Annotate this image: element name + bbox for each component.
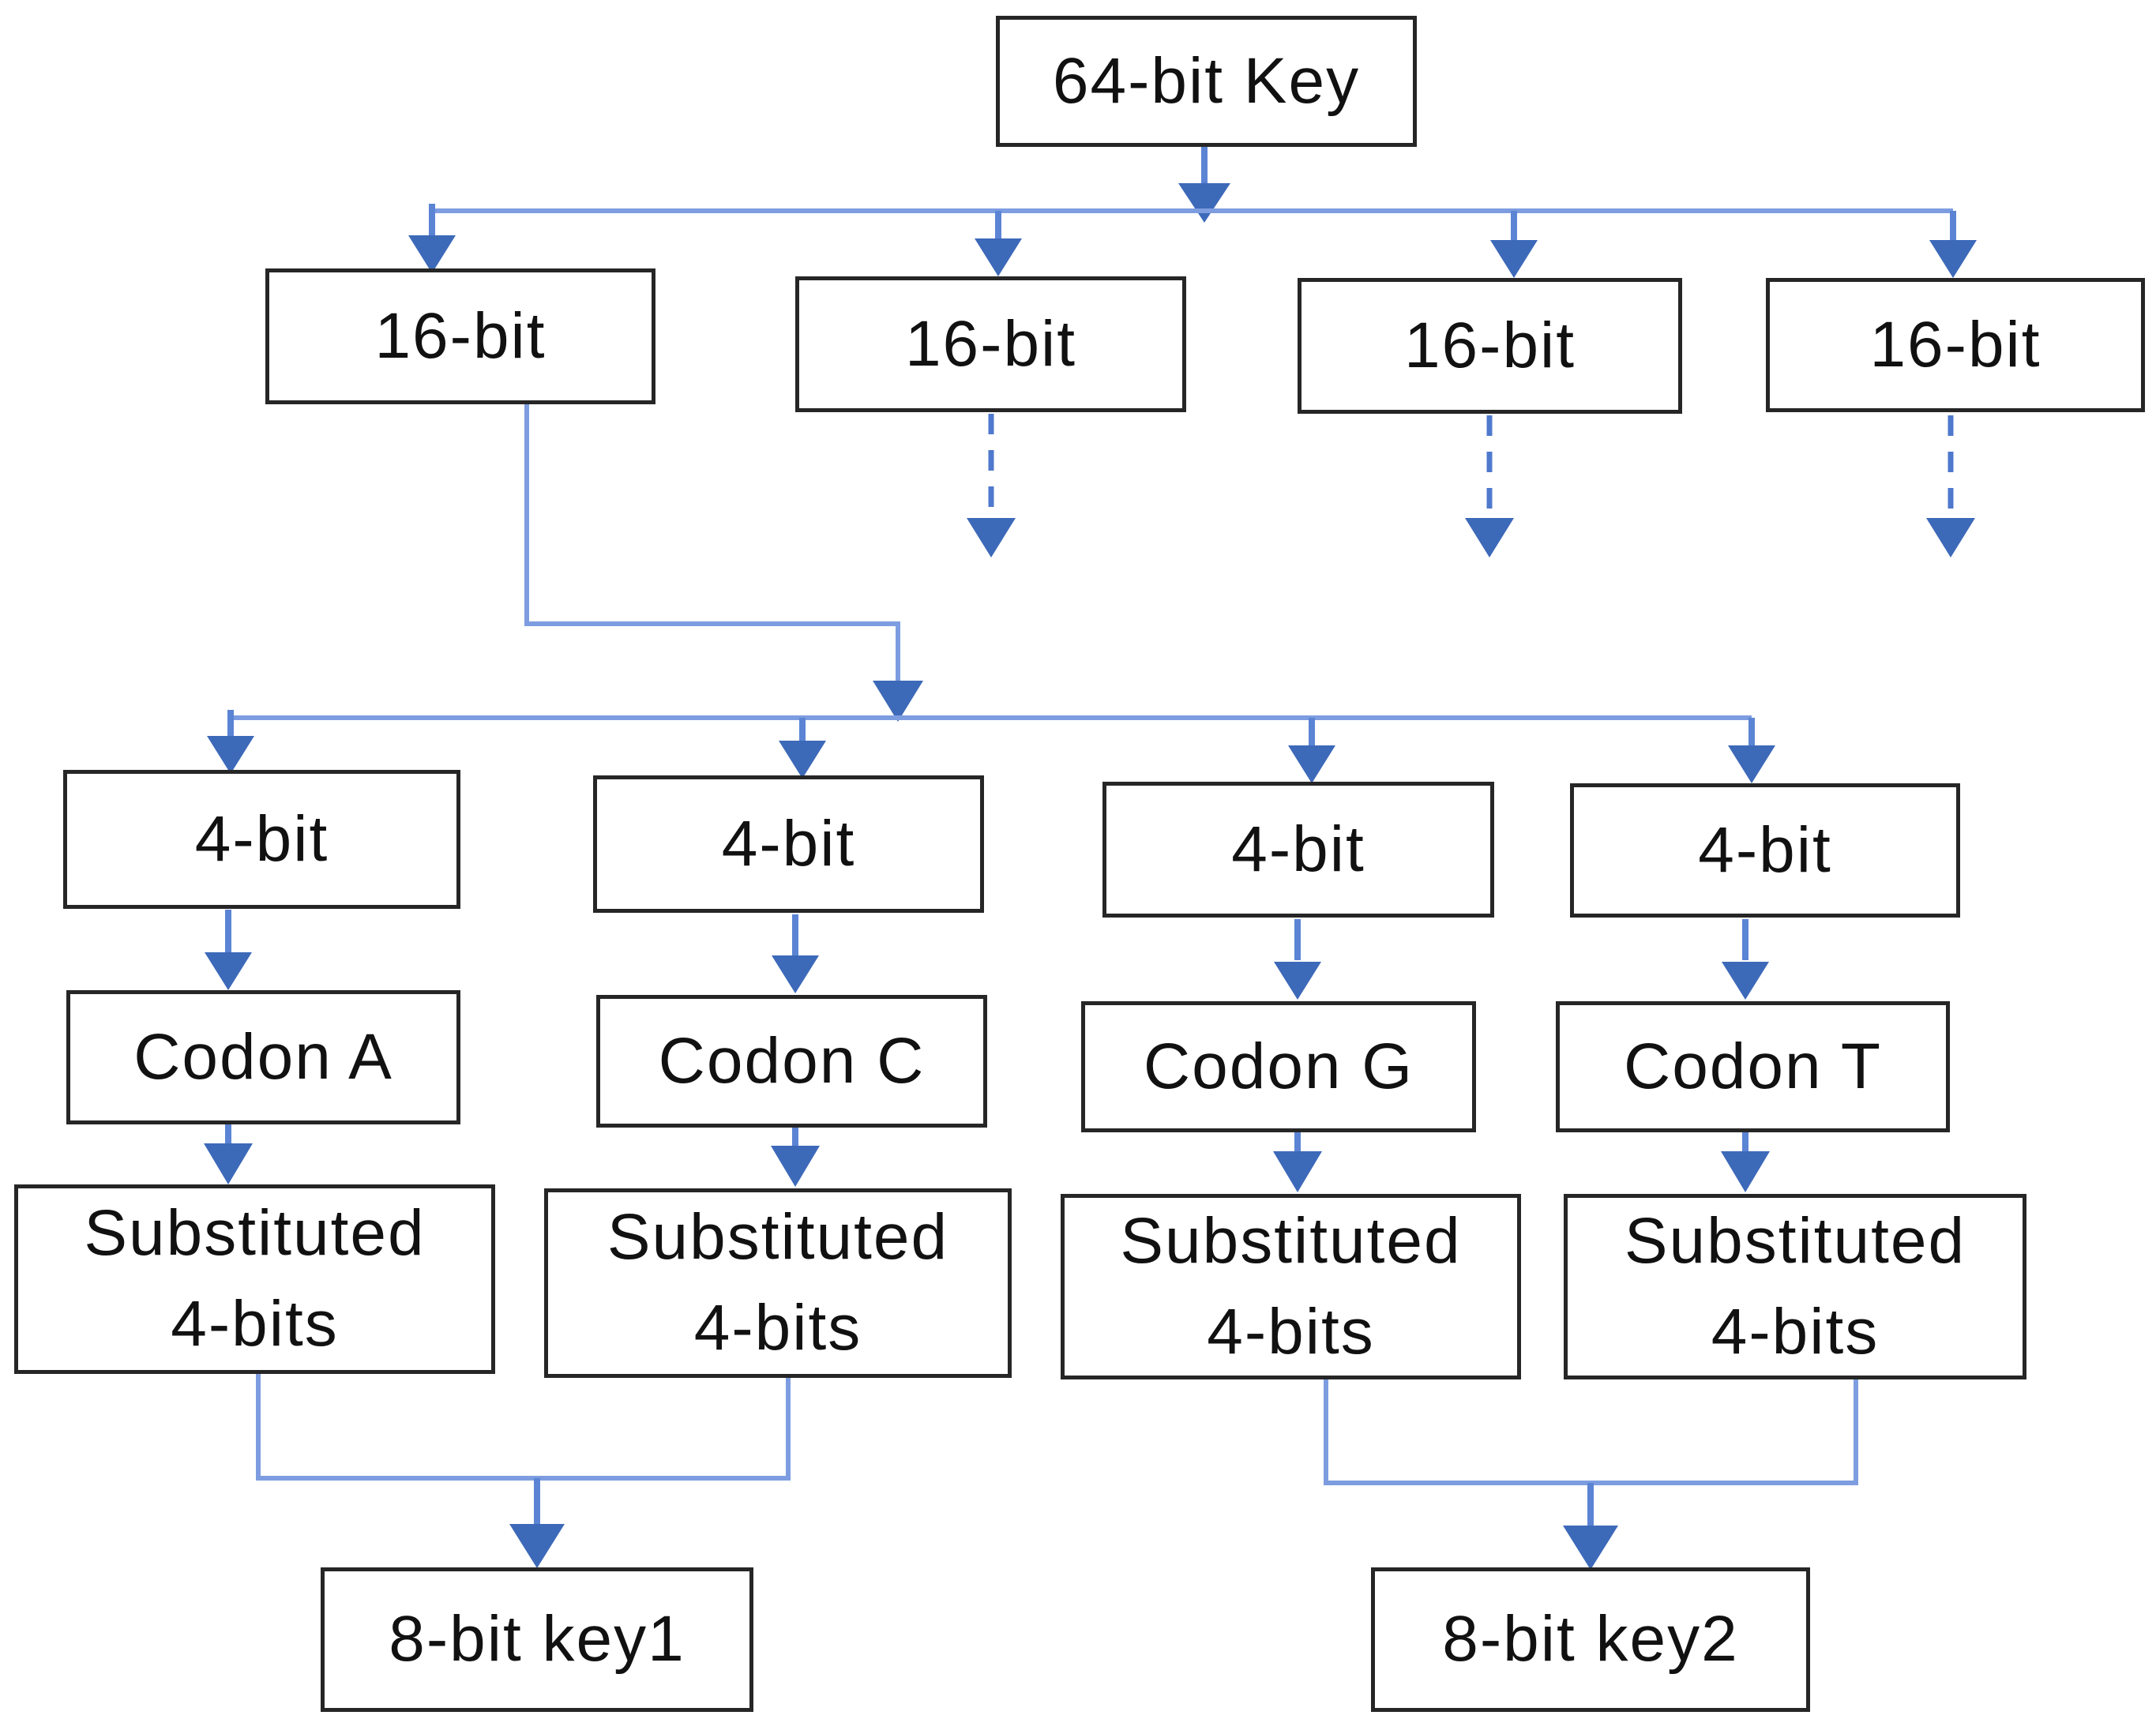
drop-arrow-16bit-2: [975, 211, 1022, 276]
arrow-head: [1465, 518, 1514, 557]
node-16bit-1: 16-bit: [265, 268, 655, 404]
dashed-arrow-16bit-4: [1926, 415, 1975, 557]
drop-arrow-4bit-1: [207, 710, 254, 774]
connector-key64-to-rail: [432, 147, 1953, 223]
node-4bit-1-label: 4-bit: [194, 802, 329, 875]
node-codon-g: Codon G: [1081, 1001, 1476, 1132]
node-codon-c-label: Codon C: [658, 1024, 926, 1097]
node-substituted-2-label: Substituted 4-bits: [607, 1201, 949, 1364]
node-codon-t-label: Codon T: [1623, 1030, 1883, 1102]
arrow-head: [1178, 183, 1230, 223]
arrow-head: [408, 235, 456, 273]
arrow-4bit2-codonC: [772, 914, 819, 993]
node-16bit-4-label: 16-bit: [1869, 308, 2041, 381]
arrow-head: [975, 238, 1022, 276]
arrow-head: [1288, 745, 1335, 783]
merge-connector-key1: [256, 1374, 791, 1568]
arrow-head: [204, 1143, 253, 1184]
arrow-codonG-sub3: [1273, 1132, 1322, 1192]
arrow-head: [771, 1146, 820, 1187]
node-substituted-1-label: Substituted 4-bits: [84, 1197, 426, 1360]
arrow-4bit1-codonA: [205, 910, 252, 990]
node-4bit-3-label: 4-bit: [1231, 813, 1365, 885]
node-substituted-3-label: Substituted 4-bits: [1120, 1204, 1462, 1368]
node-substituted-4: Substituted 4-bits: [1564, 1194, 2026, 1379]
node-16bit-1-label: 16-bit: [374, 299, 547, 372]
merge-line-right: [1324, 1379, 1858, 1485]
connector-line: [524, 404, 900, 681]
drop-arrow-16bit-4: [1929, 211, 1977, 278]
node-16bit-3: 16-bit: [1298, 278, 1682, 414]
arrow-head: [967, 518, 1016, 557]
arrow-head: [873, 681, 923, 722]
arrow-head: [1722, 962, 1769, 1000]
arrow-head: [1926, 518, 1975, 557]
node-codon-t: Codon T: [1556, 1001, 1950, 1132]
node-codon-c: Codon C: [596, 995, 987, 1128]
node-4bit-2: 4-bit: [593, 775, 984, 913]
node-64bit-key: 64-bit Key: [996, 16, 1417, 147]
arrow-head: [1728, 745, 1775, 783]
connector-16bit1-to-rail2: [231, 404, 1752, 722]
node-4bit-2-label: 4-bit: [721, 807, 856, 880]
node-codon-a: Codon A: [66, 990, 460, 1124]
arrow-head: [1563, 1526, 1618, 1570]
arrow-head: [1274, 962, 1321, 1000]
drop-arrow-16bit-1: [408, 204, 456, 273]
node-16bit-2-label: 16-bit: [904, 307, 1077, 380]
drop-arrow-4bit-4: [1728, 718, 1775, 783]
arrow-4bit3-codonG: [1274, 919, 1321, 1000]
node-4bit-1: 4-bit: [63, 770, 460, 909]
node-codon-a-label: Codon A: [133, 1020, 393, 1093]
arrow-head: [205, 952, 252, 990]
drop-arrow-16bit-3: [1490, 211, 1538, 278]
arrow-head: [779, 741, 826, 779]
arrow-codonT-sub4: [1721, 1132, 1770, 1192]
arrow-head: [1721, 1151, 1770, 1192]
node-8bit-key1: 8-bit key1: [321, 1567, 753, 1712]
node-substituted-2: Substituted 4-bits: [544, 1188, 1012, 1378]
dashed-arrow-16bit-3: [1465, 415, 1514, 557]
node-substituted-1: Substituted 4-bits: [14, 1184, 495, 1374]
dashed-arrow-16bit-2: [967, 414, 1016, 557]
node-16bit-2: 16-bit: [795, 276, 1186, 412]
arrow-head: [1490, 240, 1538, 278]
node-64bit-key-label: 64-bit Key: [1052, 44, 1361, 117]
node-codon-g-label: Codon G: [1143, 1030, 1414, 1102]
node-8bit-key1-label: 8-bit key1: [389, 1603, 685, 1676]
node-16bit-3-label: 16-bit: [1403, 309, 1576, 381]
arrow-codonA-sub1: [204, 1124, 253, 1184]
arrow-codonC-sub2: [771, 1128, 820, 1187]
node-substituted-4-label: Substituted 4-bits: [1624, 1204, 1966, 1368]
drop-arrow-4bit-3: [1288, 718, 1335, 783]
arrow-head: [772, 955, 819, 993]
merge-line-left: [256, 1374, 791, 1481]
drop-arrow-4bit-2: [779, 718, 826, 779]
node-8bit-key2-label: 8-bit key2: [1442, 1603, 1739, 1676]
node-4bit-4-label: 4-bit: [1698, 813, 1832, 886]
node-8bit-key2: 8-bit key2: [1371, 1567, 1810, 1712]
node-4bit-4: 4-bit: [1570, 783, 1960, 918]
arrow-head: [1929, 240, 1977, 278]
arrow-head: [1273, 1151, 1322, 1192]
node-16bit-4: 16-bit: [1766, 278, 2145, 412]
arrow-head: [509, 1524, 565, 1568]
merge-connector-key2: [1324, 1379, 1858, 1570]
node-substituted-3: Substituted 4-bits: [1061, 1194, 1521, 1379]
arrow-head: [207, 736, 254, 774]
node-4bit-3: 4-bit: [1102, 782, 1494, 918]
arrow-4bit4-codonT: [1722, 919, 1769, 1000]
